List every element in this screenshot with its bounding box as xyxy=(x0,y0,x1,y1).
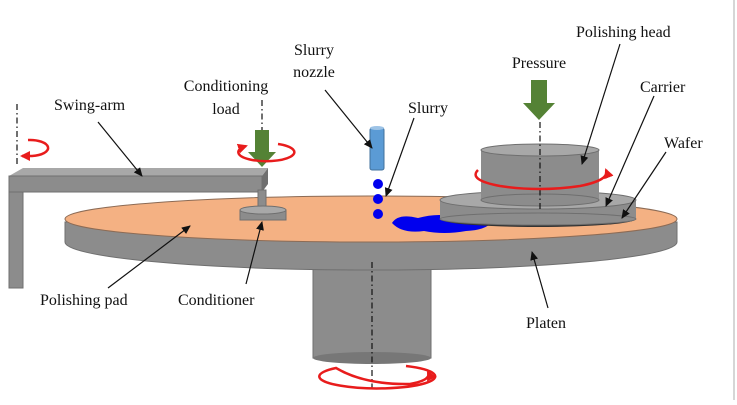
right-edge-divider xyxy=(733,0,735,400)
label-conditioning-load-line1: Conditioning xyxy=(184,78,268,95)
label-slurry-nozzle-line1: Slurry xyxy=(294,42,334,59)
label-wafer: Wafer xyxy=(664,135,703,152)
label-pressure: Pressure xyxy=(512,55,566,72)
label-slurry-nozzle-line2: nozzle xyxy=(293,64,335,81)
slurry-drop xyxy=(373,179,383,189)
leader-line-carrier xyxy=(605,95,655,207)
leader-line-wafer xyxy=(621,151,667,219)
label-conditioning-load-line2: load xyxy=(212,101,240,118)
slurry-drop xyxy=(373,209,383,219)
leader-line-polishing-pad xyxy=(107,225,191,289)
label-carrier: Carrier xyxy=(640,79,686,96)
label-polishing-pad: Polishing pad xyxy=(40,292,128,309)
label-platen: Platen xyxy=(526,315,566,332)
leader-line-polishing-head xyxy=(580,43,621,165)
label-conditioner: Conditioner xyxy=(178,292,255,309)
pressure-arrow-icon xyxy=(523,80,555,120)
head-rotation-icon xyxy=(474,168,614,191)
leader-line-slurry xyxy=(384,117,415,197)
label-polishing-head: Polishing head xyxy=(576,24,671,41)
conditioning-load-arrow-icon xyxy=(248,130,276,167)
conditioner xyxy=(239,189,287,221)
leader-line-platen xyxy=(530,251,549,309)
platen-rotation-icon xyxy=(318,364,437,390)
leader-line-slurry-nozzle xyxy=(324,89,373,149)
label-swing-arm: Swing-arm xyxy=(54,97,126,114)
slurry-drop xyxy=(373,194,383,204)
conditioner-rotation-icon xyxy=(236,142,296,163)
leader-line-conditioner xyxy=(245,221,264,285)
swing-arm-rotation-icon xyxy=(20,138,50,161)
slurry-nozzle xyxy=(369,126,385,171)
leader-line-swing-arm xyxy=(97,121,143,177)
label-slurry: Slurry xyxy=(408,100,448,117)
